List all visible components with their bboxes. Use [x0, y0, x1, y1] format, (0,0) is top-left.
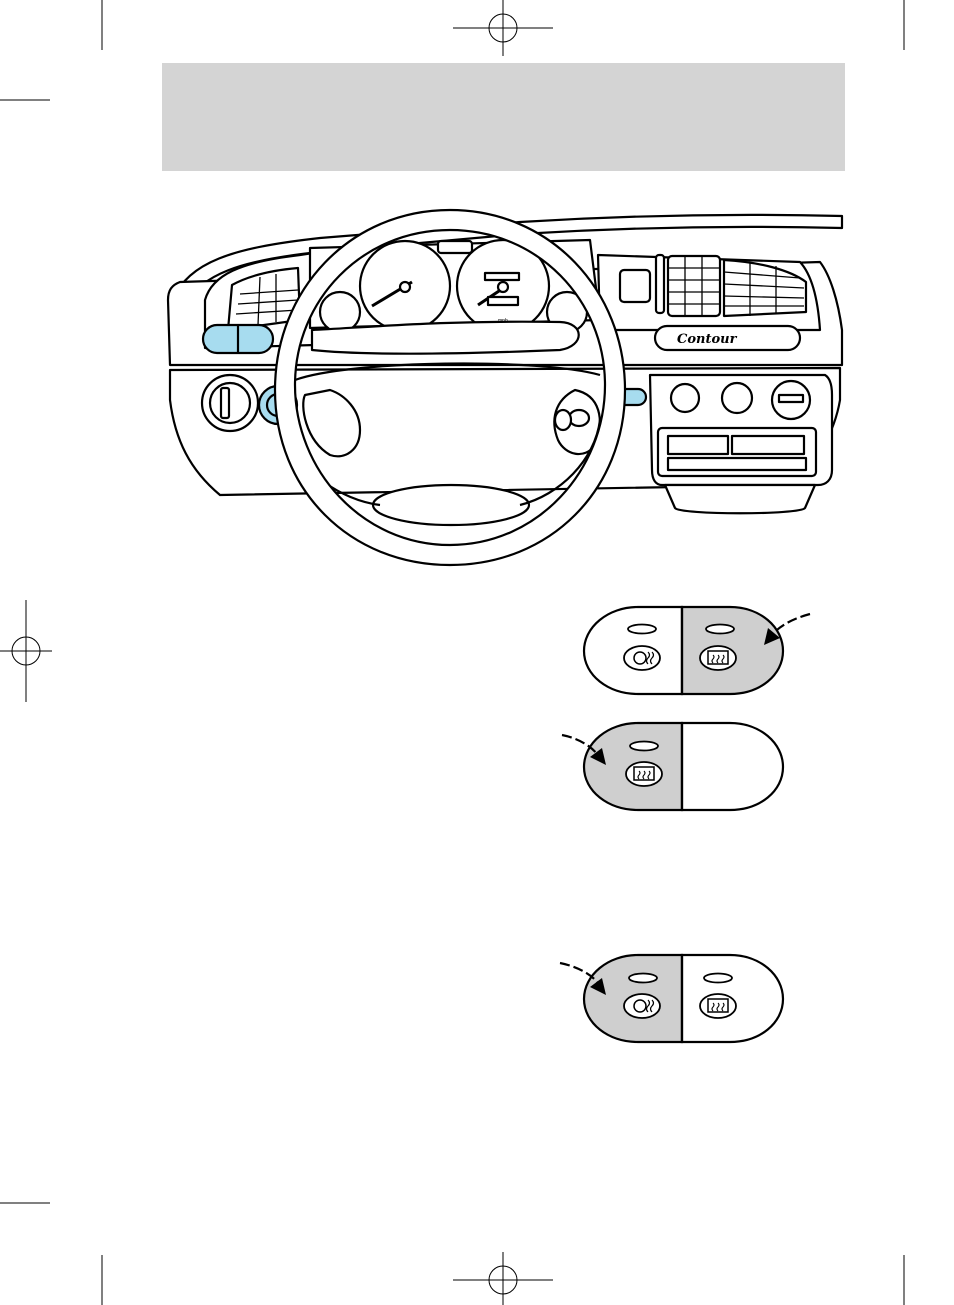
contour-badge: Contour	[677, 332, 738, 347]
button-panel-3	[560, 955, 783, 1042]
rear-defrost-icon	[700, 646, 736, 670]
rear-defrost-icon	[626, 762, 662, 786]
dashboard-illustration: Contour mph	[168, 210, 842, 565]
heated-mirror-icon	[624, 646, 660, 670]
button-panel-2	[562, 723, 783, 810]
heated-mirror-icon	[624, 994, 660, 1018]
rear-defrost-icon	[700, 994, 736, 1018]
button-panel-1	[584, 607, 810, 694]
